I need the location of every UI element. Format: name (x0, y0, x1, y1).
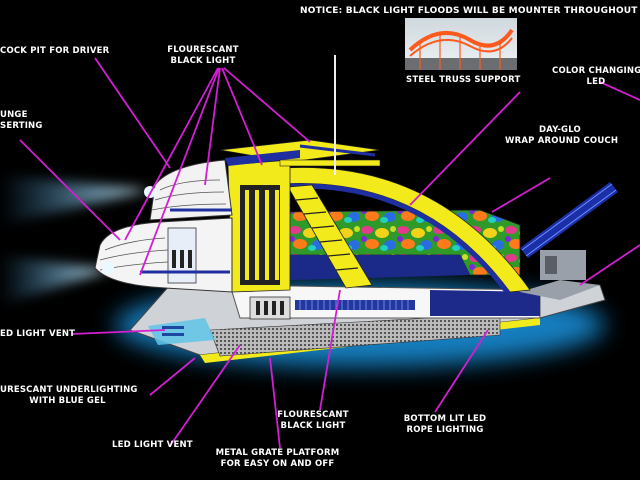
label-steel-truss: STEEL TRUSS SUPPORT (406, 75, 521, 85)
label-cockpit: COCK PIT FOR DRIVER (0, 46, 110, 56)
label-fluorescent-black-light-top: FLOURESCANT BLACK LIGHT (158, 45, 248, 67)
label-color-changing-led: COLOR CHANGING LED (552, 66, 640, 88)
rear-truss-ramp (520, 182, 618, 280)
label-line: FLOURESCANT (167, 45, 239, 55)
steel-truss-photo (405, 18, 517, 70)
leader-lines (19, 57, 640, 449)
label-lounge-seating: UNGE SERTING (0, 110, 43, 132)
label-line: FLOURESCANT (277, 410, 349, 420)
label-rope-lighting: BOTTOM LIT LED ROPE LIGHTING (390, 414, 500, 436)
label-line: DAY-GLO (539, 125, 581, 135)
headlight-beam-upper (0, 175, 150, 225)
vehicle-hull (129, 280, 606, 363)
stairs (287, 184, 373, 289)
label-line: WITH BLUE GEL (29, 396, 106, 406)
label-line: COLOR CHANGING (552, 66, 640, 76)
label-line: URESCANT UNDERLIGHTING (0, 385, 138, 395)
cockpit-cab (94, 159, 233, 293)
label-line: LED (586, 77, 606, 87)
label-line: BLACK LIGHT (280, 421, 346, 431)
notice-text: NOTICE: BLACK LIGHT FLOODS WILL BE MOUNT… (300, 6, 638, 16)
label-metal-grate: METAL GRATE PLATFORM FOR EASY ON AND OFF (210, 448, 345, 470)
label-led-light-vent-left: ED LIGHT VENT (0, 329, 76, 339)
label-line: ROPE LIGHTING (406, 425, 484, 435)
label-line: FOR EASY ON AND OFF (220, 459, 335, 469)
label-line: UNGE (0, 110, 28, 120)
label-line: METAL GRATE PLATFORM (215, 448, 340, 458)
label-line: BOTTOM LIT LED (403, 414, 487, 424)
label-line: WRAP AROUND COUCH (505, 136, 619, 146)
label-underlighting: URESCANT UNDERLIGHTING WITH BLUE GEL (0, 385, 138, 407)
label-dayglo-couch: DAY-GLO WRAP AROUND COUCH (505, 125, 619, 147)
label-line: SERTING (0, 121, 43, 131)
label-line: BLACK LIGHT (170, 56, 236, 66)
central-tower (219, 55, 381, 293)
headlight-beam-lower (0, 255, 110, 305)
label-fluorescent-black-light-bottom: FLOURESCANT BLACK LIGHT (268, 410, 358, 432)
label-led-light-vent-bottom: LED LIGHT VENT (112, 440, 193, 450)
